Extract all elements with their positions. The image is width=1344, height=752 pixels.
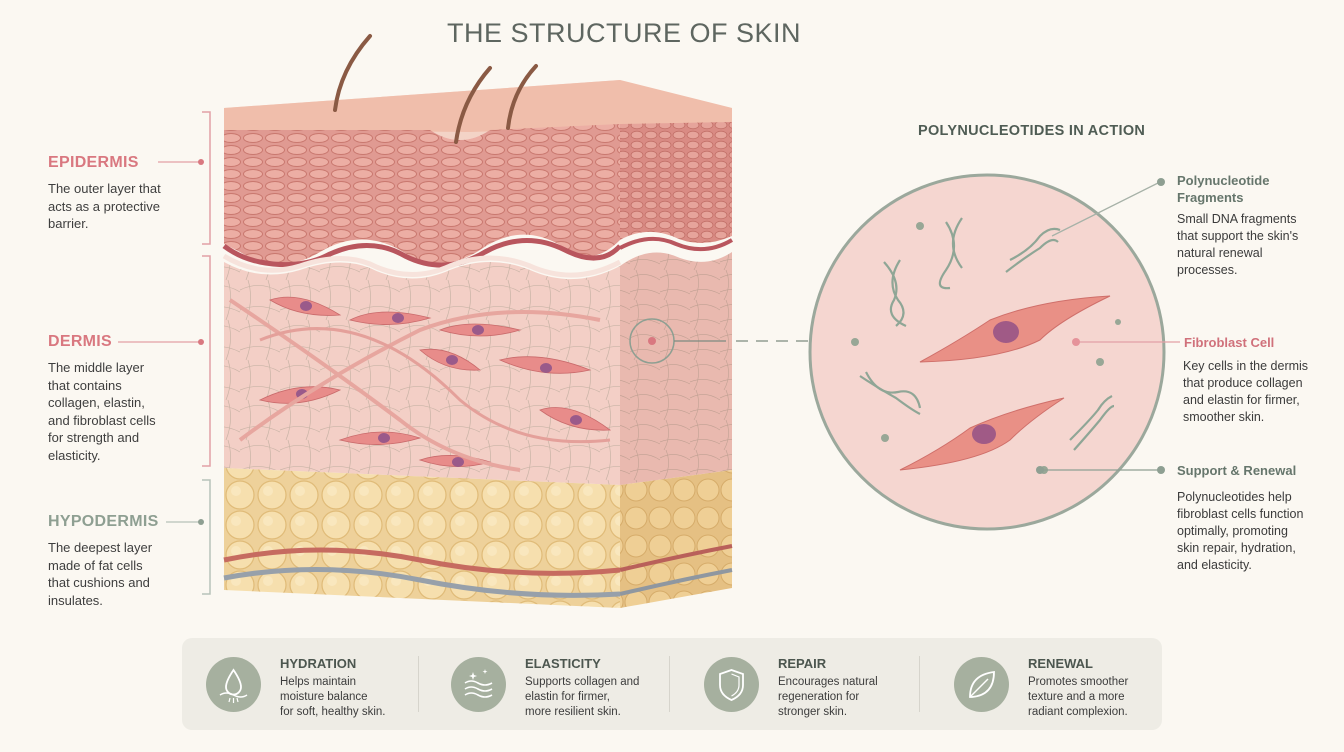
benefit-hydration: HYDRATION Helps maintain moisture balanc… xyxy=(182,638,427,730)
layer-description: The middle layer that contains collagen,… xyxy=(48,360,156,463)
layer-title: HYPODERMIS xyxy=(48,513,159,530)
divider xyxy=(418,656,419,712)
divider xyxy=(669,656,670,712)
callout-description: Small DNA fragments that support the ski… xyxy=(1177,212,1299,277)
divider xyxy=(919,656,920,712)
shield-icon xyxy=(704,657,759,712)
layer-epidermis: EPIDERMIS The outer layer that acts as a… xyxy=(48,154,208,233)
benefit-title: RENEWAL xyxy=(1028,656,1093,671)
benefit-description: Supports collagen and elastin for firmer… xyxy=(525,676,640,718)
layer-dermis: DERMIS The middle layer that contains co… xyxy=(48,333,208,464)
benefit-repair: REPAIR Encourages natural regeneration f… xyxy=(680,638,925,730)
dermis-side xyxy=(620,252,732,485)
callout-polynucleotide-fragments: Polynucleotide Fragments Small DNA fragm… xyxy=(1177,172,1337,279)
benefit-description: Promotes smoother texture and a more rad… xyxy=(1028,676,1129,718)
benefit-description: Encourages natural regeneration for stro… xyxy=(778,676,878,718)
layer-hypodermis: HYPODERMIS The deepest layer made of fat… xyxy=(48,513,208,609)
hypodermis-front xyxy=(224,468,620,608)
callout-title: Fibroblast Cell xyxy=(1184,335,1275,350)
callout-description: Polynucleotides help fibroblast cells fu… xyxy=(1177,490,1304,572)
callout-fibroblast-cell: Fibroblast Cell xyxy=(1184,334,1340,351)
layer-title: EPIDERMIS xyxy=(48,154,139,171)
benefit-title: ELASTICITY xyxy=(525,656,601,671)
benefit-title: HYDRATION xyxy=(280,656,357,671)
dermis-front xyxy=(224,262,620,485)
benefit-description: Helps maintain moisture balance for soft… xyxy=(280,676,386,718)
callout-support-renewal: Support & Renewal Polynucleotides help f… xyxy=(1177,462,1339,574)
elastic-waves-icon xyxy=(451,657,506,712)
leaf-icon xyxy=(954,657,1009,712)
callout-description: Key cells in the dermis that produce col… xyxy=(1183,359,1309,424)
hypodermis-side xyxy=(620,470,732,608)
callout-title: Support & Renewal xyxy=(1177,463,1297,478)
callout-fibroblast-description: Key cells in the dermis that produce col… xyxy=(1183,358,1341,426)
benefit-title: REPAIR xyxy=(778,656,827,671)
benefits-bar: HYDRATION Helps maintain moisture balanc… xyxy=(182,638,1162,730)
water-drop-icon xyxy=(206,657,261,712)
polynucleotides-title: POLYNUCLEOTIDES IN ACTION xyxy=(918,123,1146,139)
layer-description: The outer layer that acts as a protectiv… xyxy=(48,181,161,231)
callout-title: Polynucleotide Fragments xyxy=(1177,173,1270,205)
benefit-renewal: RENEWAL Promotes smoother texture and a … xyxy=(930,638,1175,730)
hair xyxy=(506,64,538,130)
epidermis-front xyxy=(224,124,620,264)
layer-description: The deepest layer made of fat cells that… xyxy=(48,540,153,608)
dna-fragment-icon xyxy=(859,217,1115,451)
benefit-elasticity: ELASTICITY Supports collagen and elastin… xyxy=(427,638,672,730)
hair xyxy=(454,66,492,144)
page-title: THE STRUCTURE OF SKIN xyxy=(446,18,801,48)
hair xyxy=(333,34,372,112)
epidermis-side xyxy=(620,122,732,243)
layer-title: DERMIS xyxy=(48,333,113,350)
